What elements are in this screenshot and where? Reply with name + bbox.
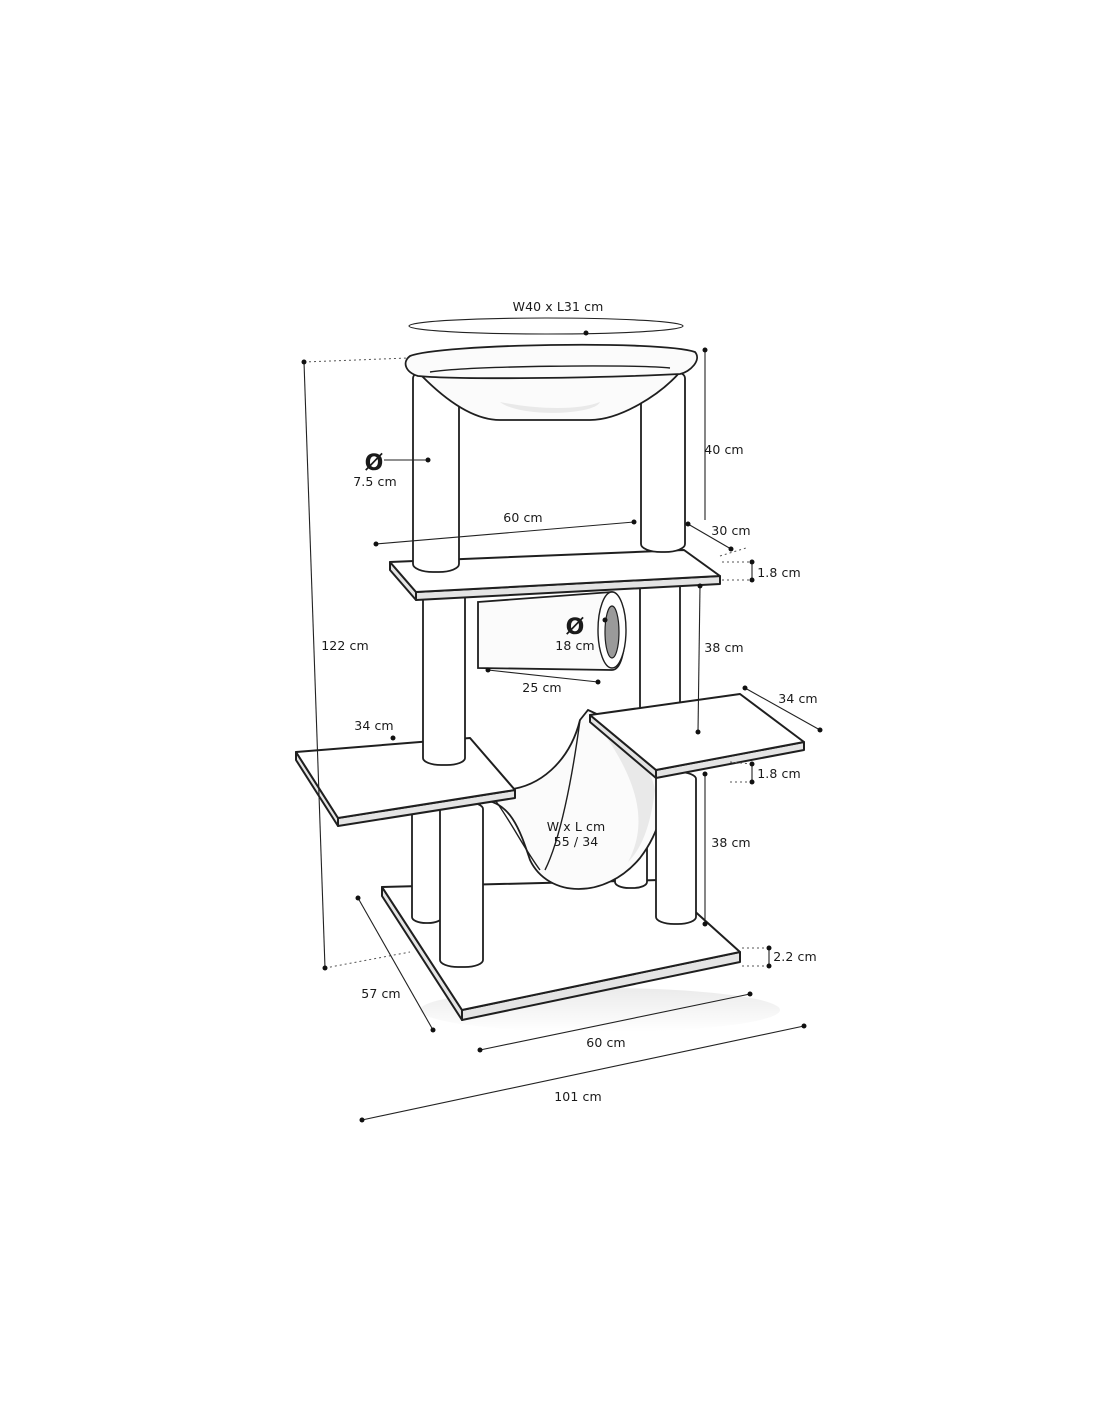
post-lower-front-right	[655, 771, 697, 925]
label-upper-depth: 30 cm	[711, 523, 750, 538]
label-right-platform-depth: 34 cm	[778, 691, 817, 706]
upper-platform	[389, 549, 721, 601]
post-lower-front-left	[439, 801, 484, 968]
label-top-bed: W40 x L31 cm	[513, 299, 604, 314]
label-upper-width: 60 cm	[503, 510, 542, 525]
label-middle-height: 38 cm	[704, 640, 743, 655]
label-left-platform-depth: 34 cm	[354, 718, 393, 733]
label-total-width: 101 cm	[554, 1089, 601, 1104]
dimension-lines	[301, 317, 823, 1123]
post-diameter-symbol: Ø	[365, 451, 384, 476]
label-hammock-line2: 55 / 34	[554, 834, 599, 849]
label-base-thickness: 2.2 cm	[773, 949, 817, 964]
post-lower-back-left	[411, 804, 443, 924]
label-hammock-line1: W x L cm	[547, 819, 606, 834]
label-post-diameter: 7.5 cm	[353, 474, 397, 489]
tunnel	[477, 591, 627, 671]
label-total-height: 122 cm	[321, 638, 368, 653]
label-upper-thickness: 1.8 cm	[757, 565, 801, 580]
tunnel-hole	[604, 605, 620, 659]
post-middle-left	[422, 587, 466, 766]
top-bed	[404, 343, 698, 421]
label-lower-height: 38 cm	[711, 835, 750, 850]
label-tunnel-diameter: 18 cm	[555, 638, 594, 653]
label-top-height: 40 cm	[704, 442, 743, 457]
label-right-platform-thickness: 1.8 cm	[757, 766, 801, 781]
tunnel-diameter-symbol: Ø	[566, 615, 585, 640]
label-tunnel-length: 25 cm	[522, 680, 561, 695]
label-base-depth: 57 cm	[361, 986, 400, 1001]
label-base-width: 60 cm	[586, 1035, 625, 1050]
